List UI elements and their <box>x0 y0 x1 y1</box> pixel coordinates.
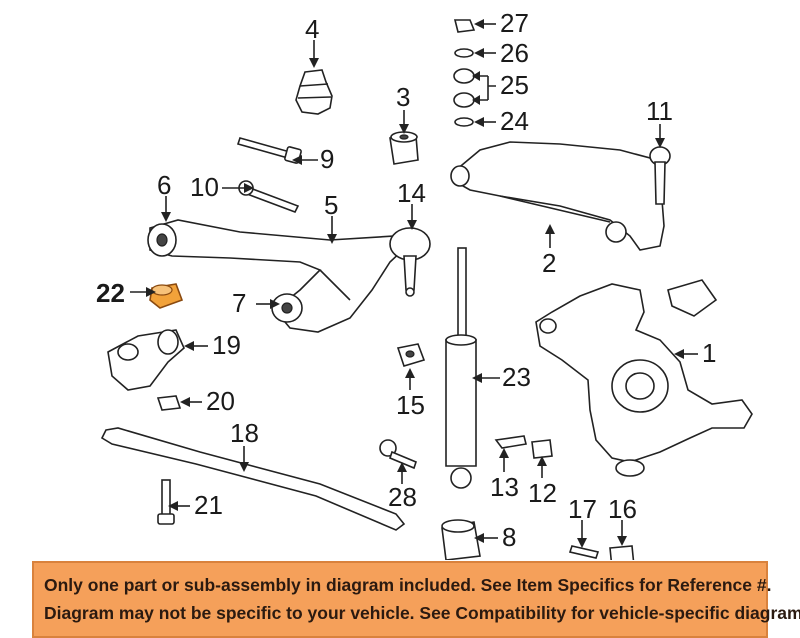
part-7-bushing[interactable] <box>271 293 303 323</box>
part-23-shock-absorber[interactable] <box>445 247 477 489</box>
part-18-stabilizer-bar[interactable] <box>100 427 406 531</box>
part-25-spacers[interactable] <box>453 68 475 108</box>
callout-5: 5 <box>324 190 338 220</box>
part-3-bushing[interactable] <box>389 131 419 165</box>
callout-27: 27 <box>500 8 529 38</box>
callout-20: 20 <box>206 386 235 416</box>
callout-7: 7 <box>232 288 246 318</box>
part-20-clip[interactable] <box>156 395 182 411</box>
callout-25: 25 <box>500 70 529 100</box>
callout-6: 6 <box>157 170 171 200</box>
callout-1: 1 <box>702 338 716 368</box>
part-8-bumper[interactable] <box>441 519 481 560</box>
part-13-clip[interactable] <box>494 435 527 449</box>
part-19-bracket[interactable] <box>107 329 185 391</box>
part-21-bolt[interactable] <box>157 479 175 525</box>
part-17-stud[interactable] <box>568 545 600 559</box>
callout-8: 8 <box>502 522 516 552</box>
callout-24: 24 <box>500 106 529 136</box>
disclaimer-line-2: Diagram may not be specific to your vehi… <box>44 603 800 623</box>
callout-labels: 4 3 9 10 6 5 14 22 7 19 20 18 21 15 23 2… <box>96 8 716 552</box>
part-15-nut[interactable] <box>396 343 426 367</box>
callout-23: 23 <box>502 362 531 392</box>
part-22-bushing-highlighted[interactable] <box>149 283 184 309</box>
part-16-nut[interactable] <box>609 545 635 560</box>
part-1-steering-knuckle[interactable] <box>535 279 753 477</box>
callout-26: 26 <box>500 38 529 68</box>
callout-15: 15 <box>396 390 425 420</box>
part-11-ball-joint[interactable] <box>649 146 671 205</box>
disclaimer-line-1: Only one part or sub-assembly in diagram… <box>44 575 772 595</box>
callout-28: 28 <box>388 482 417 512</box>
callout-17: 17 <box>568 494 597 524</box>
callout-16: 16 <box>608 494 637 524</box>
callout-3: 3 <box>396 82 410 112</box>
callout-12: 12 <box>528 478 557 508</box>
part-14-ball-joint[interactable] <box>389 227 431 297</box>
part-12-nut[interactable] <box>531 439 553 459</box>
part-28-bolt[interactable] <box>379 439 417 470</box>
callout-11: 11 <box>646 96 673 126</box>
callout-22: 22 <box>96 278 125 308</box>
callout-13: 13 <box>490 472 519 502</box>
part-4-bumper[interactable] <box>295 69 333 115</box>
disclaimer-banner: Only one part or sub-assembly in diagram… <box>32 561 800 638</box>
callout-21: 21 <box>194 490 223 520</box>
part-5-lower-control-arm[interactable] <box>147 219 407 333</box>
callout-9: 9 <box>320 144 334 174</box>
callout-2: 2 <box>542 248 556 278</box>
callout-18: 18 <box>230 418 259 448</box>
part-9-bolt[interactable] <box>236 137 302 164</box>
callout-19: 19 <box>212 330 241 360</box>
part-26-washer[interactable] <box>454 48 474 58</box>
part-24-washer[interactable] <box>454 117 474 127</box>
callout-4: 4 <box>305 14 319 44</box>
part-27-washer[interactable] <box>453 19 476 33</box>
front-suspension-diagram: 4 3 9 10 6 5 14 22 7 19 20 18 21 15 23 2… <box>96 8 753 560</box>
callout-10: 10 <box>190 172 219 202</box>
part-2-upper-control-arm[interactable] <box>450 141 665 251</box>
leader-lines <box>130 19 698 548</box>
callout-14: 14 <box>397 178 426 208</box>
